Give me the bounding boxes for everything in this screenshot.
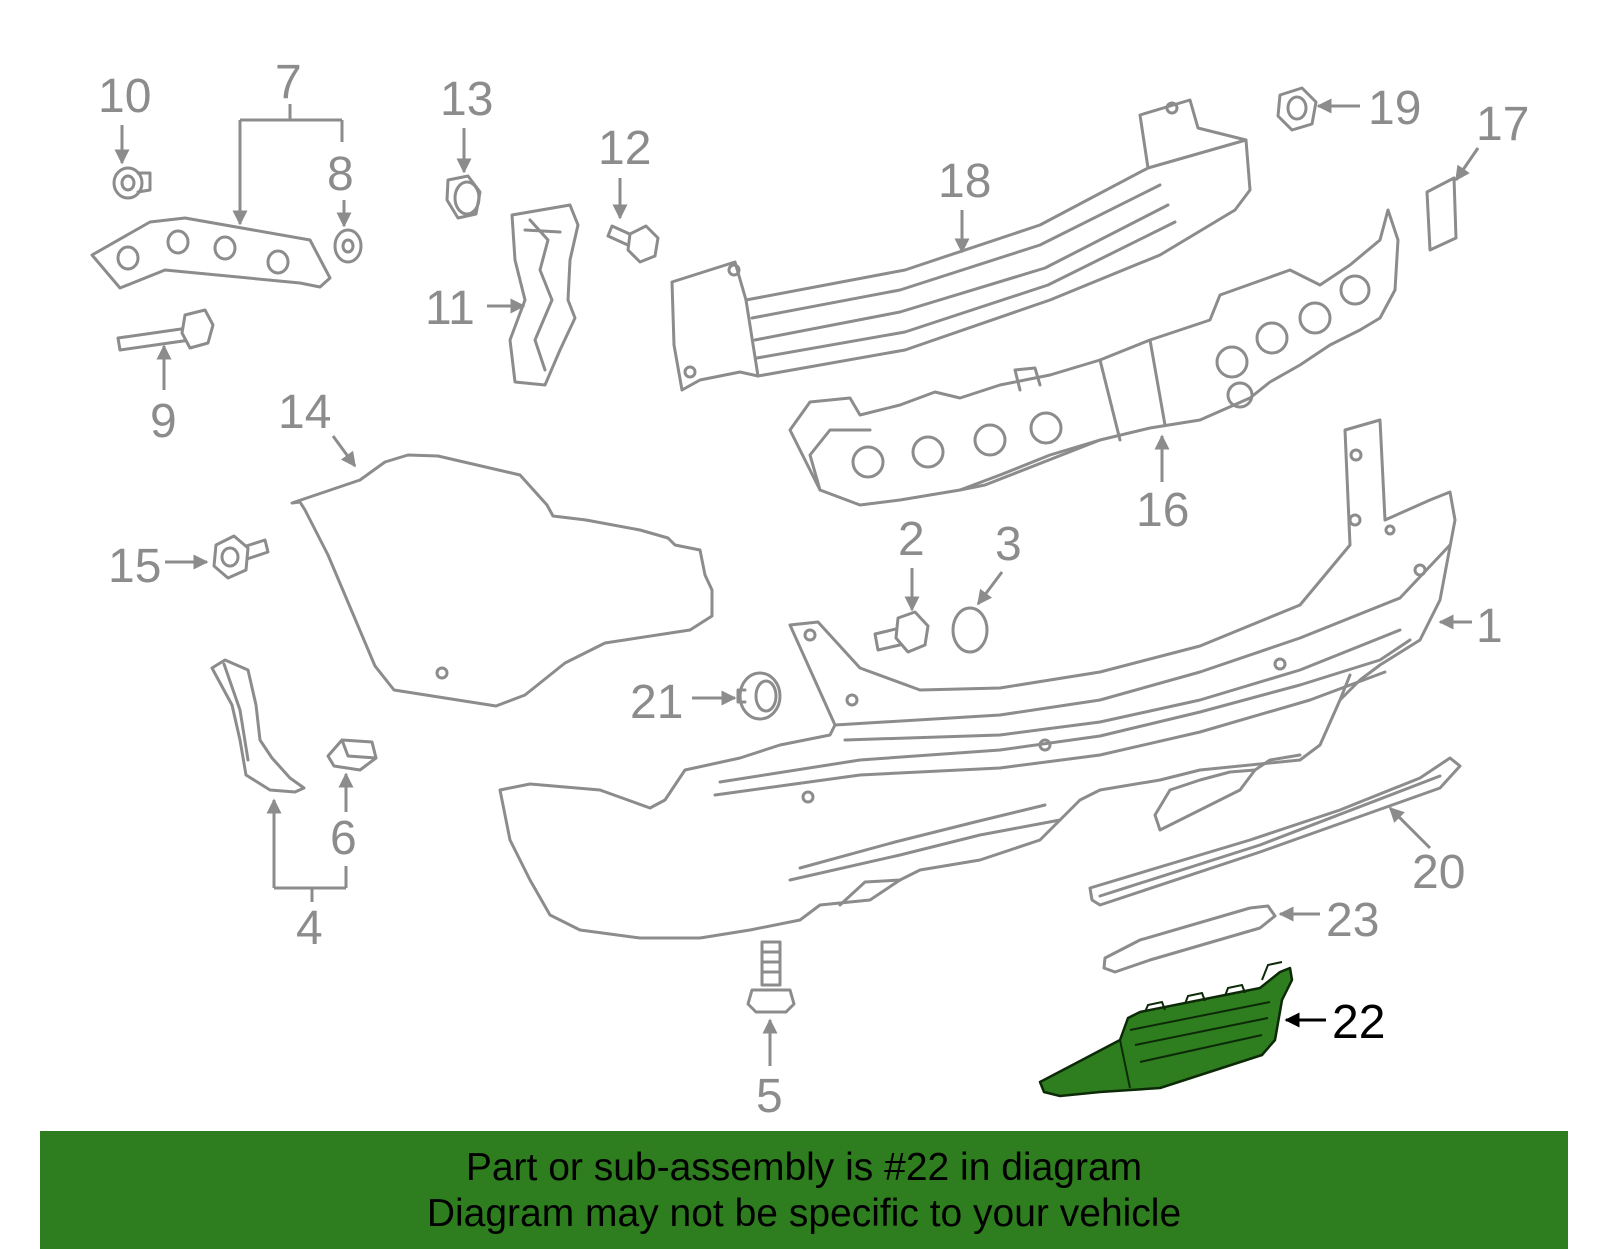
part-4-bracket (210, 658, 306, 794)
banner-line-2: Diagram may not be specific to your vehi… (426, 1192, 1182, 1235)
callout-15: 15 (108, 540, 161, 593)
part-13-nut (445, 174, 482, 220)
callout-10: 10 (98, 70, 151, 123)
part-17-plate (1425, 176, 1458, 252)
callout-3: 3 (995, 518, 1022, 571)
leader-17 (1454, 147, 1480, 182)
callout-14: 14 (278, 386, 331, 439)
part-3-grommet (951, 606, 989, 654)
part-7-bracket (90, 216, 332, 290)
callout-17: 17 (1476, 98, 1529, 151)
callout-4: 4 (296, 902, 323, 955)
part-21-grommet (736, 671, 782, 721)
part-23-trim (1102, 904, 1277, 974)
callout-11: 11 (425, 282, 475, 335)
callout-5: 5 (756, 1070, 783, 1123)
part-18-reinforcement (670, 98, 1252, 392)
part-8-washer (333, 228, 363, 264)
callout-16: 16 (1136, 484, 1189, 537)
callout-9: 9 (150, 395, 177, 448)
part-2-bolt (873, 610, 930, 654)
callout-2: 2 (898, 513, 925, 566)
part-15-bolt (212, 534, 270, 580)
part-5-pin (746, 940, 796, 1014)
part-10-nut (112, 166, 152, 200)
callout-6: 6 (330, 812, 357, 865)
part-16-absorber (788, 208, 1400, 507)
callout-18: 18 (938, 155, 991, 208)
callout-19: 19 (1368, 82, 1421, 135)
part-6-clip (326, 738, 378, 772)
callout-13: 13 (440, 73, 493, 126)
part-22-highlighted (1038, 961, 1294, 1098)
part-19-nut (1276, 86, 1318, 132)
leader-3 (976, 571, 1004, 606)
callout-7: 7 (275, 56, 302, 109)
part-1-bumper-cover (498, 418, 1457, 940)
part-14-panel (290, 453, 714, 708)
part-12-bolt (606, 224, 660, 264)
leader-14 (331, 435, 357, 468)
part-11-bracket (508, 203, 580, 387)
leader-20 (1388, 806, 1432, 850)
part-20-molding (1088, 756, 1462, 907)
callout-23: 23 (1326, 894, 1379, 947)
callout-22: 22 (1332, 996, 1385, 1049)
info-banner: Part or sub-assembly is #22 in diagram D… (40, 1131, 1568, 1249)
callout-8: 8 (327, 148, 354, 201)
callout-20: 20 (1412, 846, 1465, 899)
part-9-bolt (116, 308, 215, 352)
callout-21: 21 (630, 676, 683, 729)
callout-12: 12 (598, 122, 651, 175)
callout-1: 1 (1476, 600, 1503, 653)
banner-line-1: Part or sub-assembly is #22 in diagram (465, 1146, 1143, 1189)
